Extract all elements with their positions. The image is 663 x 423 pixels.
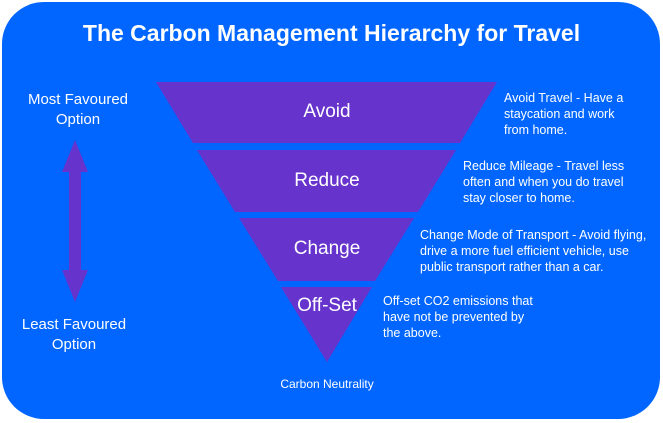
level-label-change: Change: [293, 238, 361, 259]
band-offset: [281, 287, 372, 362]
double-arrow-icon: [62, 140, 88, 302]
band-avoid: [156, 82, 497, 143]
level-desc-offset: Off-set CO2 emissions that have not be p…: [383, 294, 533, 340]
level-desc-reduce: Reduce Mileage - Travel less often and w…: [463, 159, 625, 205]
level-desc-avoid: Avoid Travel - Have a staycation and wor…: [504, 91, 624, 137]
least-favoured-label: Least Favoured Option: [21, 316, 127, 353]
level-label-reduce: Reduce: [294, 170, 360, 191]
band-change: [239, 218, 414, 281]
band-reduce: [197, 150, 456, 212]
most-favoured-label: Most Favoured Option: [27, 91, 129, 128]
level-label-avoid: Avoid: [303, 101, 351, 122]
level-desc-change: Change Mode of Transport - Avoid flying,…: [420, 228, 647, 274]
carbon-neutrality-label: Carbon Neutrality: [280, 377, 374, 391]
diagram-title: The Carbon Management Hierarchy for Trav…: [82, 20, 581, 46]
level-label-offset: Off-Set: [297, 295, 357, 316]
